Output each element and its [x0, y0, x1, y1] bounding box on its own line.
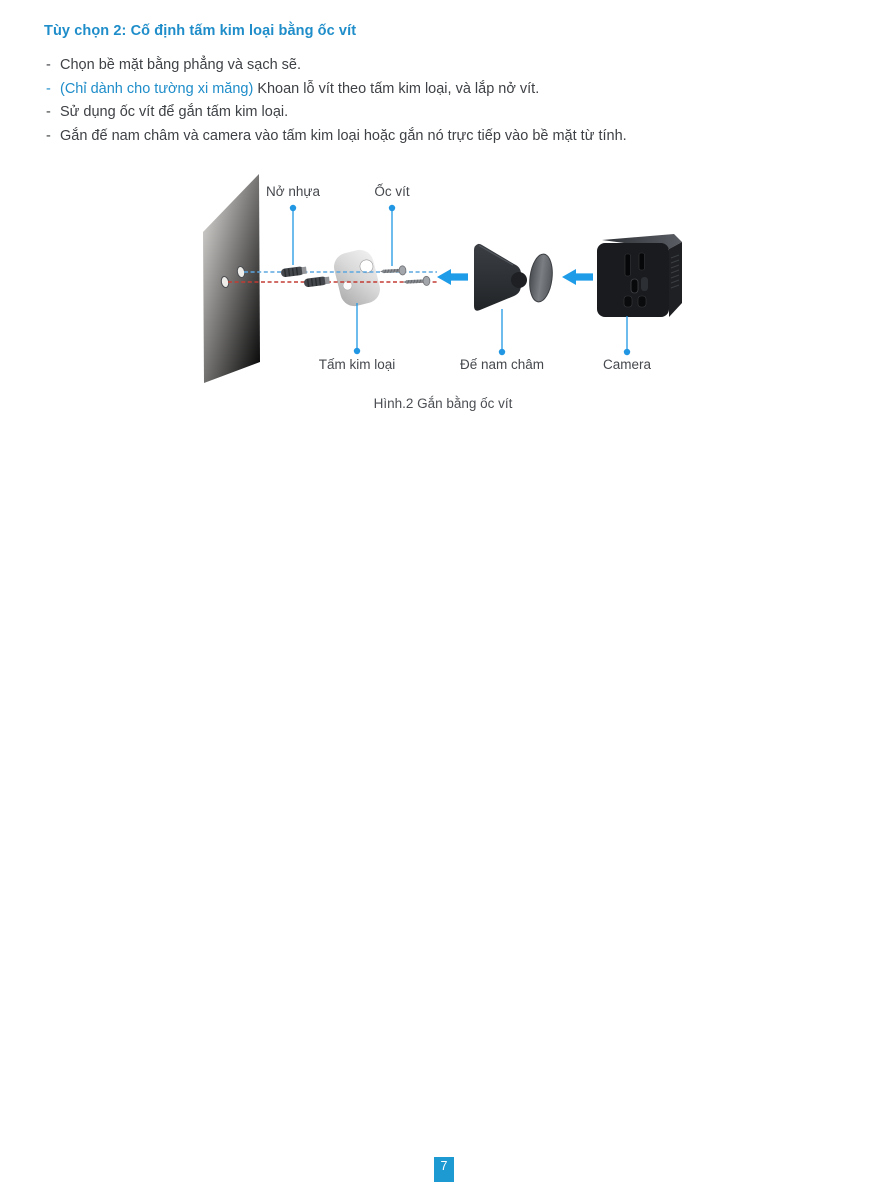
bullet-text: Khoan lỗ vít theo tấm kim loại, và lắp n… [257, 80, 540, 97]
bullet-text: Gắn đế nam châm và camera vào tấm kim lo… [60, 127, 627, 144]
bullet-highlight: (Chỉ dành cho tường xi măng) [60, 80, 254, 97]
instruction-list: - Chọn bề mặt bằng phẳng và sạch sẽ. - (… [46, 57, 826, 151]
bullet-dash: - [46, 57, 51, 73]
page-title: Tùy chọn 2: Cố định tấm kim loại bằng ốc… [44, 23, 357, 39]
screw-graphic [380, 265, 407, 276]
callout-dots [289, 204, 631, 356]
page-number-badge: 7 [434, 1157, 454, 1182]
screw-graphic [403, 275, 431, 286]
callout-lines [292, 210, 628, 349]
bullet-dash: - [46, 104, 51, 120]
mounting-diagram: Nở nhựa Ốc vít Tấm kim loại Đế nam châm … [185, 170, 705, 420]
mounting-diagram-graphic [203, 174, 682, 383]
label-screw: Ốc vít [374, 184, 410, 199]
list-item: - Sử dụng ốc vít để gắn tấm kim loại. [46, 104, 826, 120]
label-plastic-anchor: Nở nhựa [266, 184, 320, 199]
left-arrow-icon [437, 269, 468, 285]
label-camera: Camera [602, 357, 652, 372]
camera-graphic [597, 234, 682, 317]
callout-dot [498, 348, 506, 356]
wall-graphic [203, 174, 260, 383]
bullet-text: Sử dụng ốc vít để gắn tấm kim loại. [60, 104, 289, 120]
callout-dot [623, 348, 631, 356]
magnetic-base-graphic [474, 243, 553, 311]
label-metal-plate: Tấm kim loại [318, 357, 396, 372]
bullet-text: Chọn bề mặt bằng phẳng và sạch sẽ. [60, 57, 302, 73]
bullet-dash: - [46, 127, 51, 144]
camera-ports [623, 252, 648, 308]
metal-plate-graphic [334, 249, 380, 307]
list-item: - (Chỉ dành cho tường xi măng)Khoan lỗ v… [46, 81, 826, 97]
anchor-graphic [281, 266, 307, 278]
left-arrow-icon [562, 269, 593, 285]
list-item: - Chọn bề mặt bằng phẳng và sạch sẽ. [46, 57, 826, 73]
callout-dot [353, 347, 361, 355]
callout-dot [388, 204, 396, 212]
bullet-dash: - [46, 80, 51, 97]
figure-caption: Hình.2 Gắn bằng ốc vít [373, 396, 513, 411]
callout-dot [289, 204, 297, 212]
list-item: - Gắn đế nam châm và camera vào tấm kim … [46, 128, 826, 144]
label-magnetic-base: Đế nam châm [459, 357, 545, 372]
camera-vent-ridges [670, 254, 680, 289]
anchor-graphic [304, 276, 330, 288]
